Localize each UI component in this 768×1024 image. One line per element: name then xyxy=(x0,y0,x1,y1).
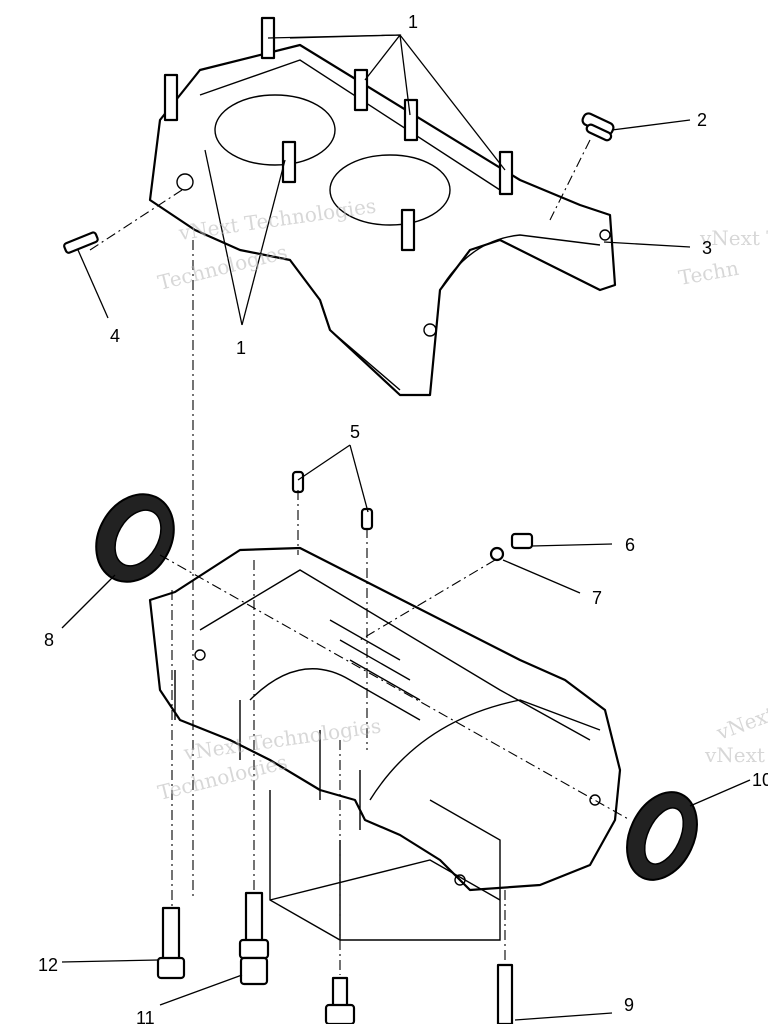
callout-1-bottom: 1 xyxy=(236,338,246,358)
part-4-bolt xyxy=(63,231,99,254)
callout-2: 2 xyxy=(697,110,707,130)
watermark-text: vNext Te xyxy=(699,226,768,250)
watermark-text: vNext xyxy=(713,702,768,745)
part-6-plug xyxy=(510,532,534,550)
assembly-lines xyxy=(89,139,631,975)
callout-5: 5 xyxy=(350,422,360,442)
stud xyxy=(400,208,416,252)
callout-8: 8 xyxy=(44,630,54,650)
callouts: 1 1 2 3 4 5 6 7 8 9 10 11 12 xyxy=(38,12,768,1024)
stud xyxy=(498,150,514,196)
callout-9: 9 xyxy=(624,995,634,1015)
part-5-dowel-pins xyxy=(291,470,374,531)
stud xyxy=(163,73,179,122)
part-10-seal xyxy=(626,791,698,881)
stud xyxy=(403,98,419,142)
part-11-bolt xyxy=(238,891,270,986)
leader-lines xyxy=(61,34,751,1021)
watermark-text: Techn xyxy=(677,256,741,290)
part-9-stud xyxy=(496,963,514,1024)
part-8-seal xyxy=(95,493,175,583)
callout-7: 7 xyxy=(592,588,602,608)
callout-11: 11 xyxy=(136,1008,155,1024)
callout-12: 12 xyxy=(38,955,58,975)
callout-4: 4 xyxy=(110,326,120,346)
stud xyxy=(353,68,369,112)
part-12-bolt xyxy=(156,906,186,980)
stud xyxy=(281,140,297,184)
callout-10: 10 xyxy=(752,770,768,790)
watermark-text: Technologies xyxy=(155,240,289,295)
callout-3: 3 xyxy=(702,238,712,258)
callout-6: 6 xyxy=(625,535,635,555)
watermark-text: vNext Te xyxy=(704,743,768,767)
part-2-clip xyxy=(581,112,615,142)
lower-crankcase xyxy=(148,546,622,892)
part-10-bolt xyxy=(324,976,356,1024)
callout-1-top: 1 xyxy=(408,12,418,32)
part-7-washer xyxy=(489,546,505,562)
upper-crankcase xyxy=(148,16,617,397)
